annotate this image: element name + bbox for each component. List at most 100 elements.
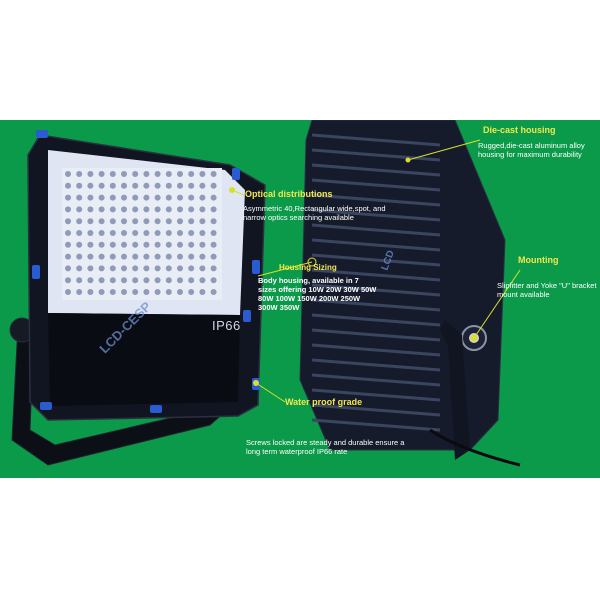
led-dot [154,194,161,201]
led-dot [98,289,105,295]
led-dot [188,265,195,272]
led-dot [177,194,183,201]
led-dot [165,289,172,295]
led-dot [188,289,195,295]
led-dot [76,206,83,213]
led-dot [76,289,83,295]
led-dot [98,171,105,177]
led-dot [76,265,83,272]
led-dot [154,218,161,225]
led-dot [76,218,83,225]
led-dot [65,218,71,225]
led-dot [65,265,71,272]
led-dot [177,171,183,177]
led-dot [177,265,183,272]
led-dot [165,171,172,177]
led-dot [165,194,172,201]
led-dot [154,253,161,260]
led-dot [143,206,150,213]
led-dot [177,206,183,213]
led-dot [188,182,195,189]
led-dot [199,289,206,295]
led-dot [98,265,105,272]
led-dot [76,194,83,201]
fin [311,418,441,432]
fin [311,133,441,147]
led-dot [154,230,161,236]
led-dot [210,277,217,284]
led-dot [132,265,139,272]
led-dot [188,277,195,284]
led-dot [87,241,94,248]
fin [311,178,441,192]
led-dot [98,230,105,236]
led-dot [177,230,183,236]
led-dot [143,218,150,225]
led-dot [109,265,116,272]
led-dot [210,265,217,272]
led-dot [154,265,161,272]
product-photo: IP66 LCD-CESP LCD Die-cast housing Rugge… [0,120,600,478]
led-dot [121,253,127,260]
led-dot [210,206,217,213]
fin [311,208,441,222]
led-dot [199,206,206,213]
led-dot [199,241,206,248]
led-dot [65,289,71,295]
led-dot [121,241,127,248]
fin [311,148,441,162]
led-dot [87,194,94,201]
led-dot [121,194,127,201]
die-cast-text: Rugged,die-cast aluminum alloy housing f… [478,141,585,159]
led-dot [132,289,139,295]
led-dot [165,182,172,189]
led-dot [154,277,161,284]
fin [311,223,441,237]
led-dot [87,206,94,213]
led-dot [132,230,139,236]
led-dot [65,182,71,189]
led-dot [121,277,127,284]
led-dot [109,218,116,225]
led-dot [65,241,71,248]
led-dot [165,206,172,213]
led-dot [132,171,139,177]
led-dot [87,230,94,236]
led-dot [165,230,172,236]
led-dot [98,218,105,225]
led-dot [143,171,150,177]
led-dot [109,230,116,236]
ip66-label: IP66 [212,318,241,333]
mounting-title: Mounting [518,255,559,265]
led-dot [65,206,71,213]
led-dot [65,230,71,236]
led-dot [65,277,71,284]
fin [311,403,441,417]
led-dot [121,182,127,189]
led-dot [154,171,161,177]
led-dot [65,253,71,260]
led-dot [121,289,127,295]
led-dot [210,171,217,177]
led-dot [177,218,183,225]
led-dot [132,241,139,248]
led-dot [199,277,206,284]
led-dot [199,182,206,189]
led-dot [109,241,116,248]
housing-sizing-text: Body housing, available in 7 sizes offer… [258,276,377,312]
fin [311,343,441,357]
led-dot [199,171,206,177]
led-dot [121,265,127,272]
led-dot [143,265,150,272]
led-array [62,168,222,300]
fin [311,313,441,327]
led-dot [109,277,116,284]
heat-sink-fins [311,133,441,432]
led-dot [154,289,161,295]
led-dot [188,206,195,213]
led-dot [143,194,150,201]
floodlight-rear [299,120,521,467]
optical-text: Asymmetric 40,Rectangular wide,spot, and… [243,204,386,222]
fin [311,163,441,177]
led-dot [76,241,83,248]
